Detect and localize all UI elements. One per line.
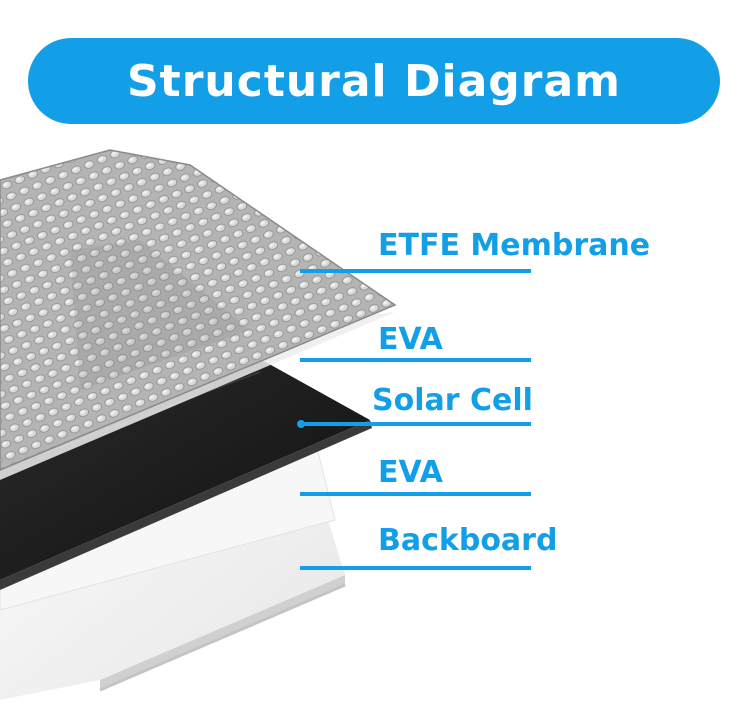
leader-line-eva-upper (300, 358, 531, 362)
upper-eva-layer (0, 312, 395, 480)
leader-line-solar-cell (300, 422, 531, 426)
diagram-title: Structural Diagram (126, 55, 621, 107)
title-banner: Structural Diagram (28, 38, 720, 124)
label-eva-lower: EVA (378, 455, 443, 490)
label-solar-cell: Solar Cell (372, 383, 533, 418)
label-eva-upper: EVA (378, 322, 443, 357)
etfe-membrane-layer (0, 149, 397, 471)
leader-line-eva-lower (300, 492, 531, 496)
leader-line-etfe-membrane (300, 269, 531, 273)
label-backboard: Backboard (378, 523, 558, 558)
leader-line-backboard (300, 566, 531, 570)
label-etfe-membrane: ETFE Membrane (378, 228, 651, 263)
